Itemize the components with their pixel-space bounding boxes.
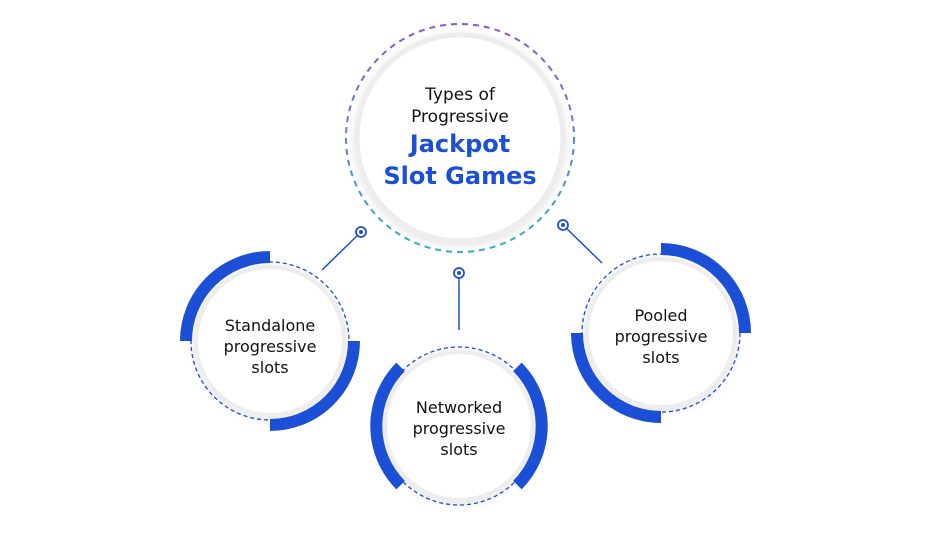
networked-label-line1: Networked <box>415 397 503 417</box>
pooled-label-line3: slots <box>642 347 680 367</box>
center-dashed-ring <box>345 23 575 253</box>
center-title-line1: Types of <box>425 85 495 105</box>
node-pooled-arc-bottom <box>571 332 662 423</box>
node-standalone-arc-top <box>180 251 271 342</box>
center-circle <box>354 32 566 244</box>
standalone-label-line3: slots <box>251 357 289 377</box>
node-pooled-arc-top <box>660 243 751 334</box>
center-title-line4: Slot Games <box>383 162 537 190</box>
center-title-line3: Jackpot <box>409 130 511 158</box>
node-standalone-arc-bottom <box>269 340 360 431</box>
standalone-label-line2: progressive <box>223 336 317 356</box>
pooled-label-line1: Pooled <box>634 305 688 325</box>
standalone-label: Standalone progressive slots <box>205 306 335 386</box>
node-standalone <box>180 251 360 431</box>
center-node <box>345 23 575 253</box>
standalone-label-line1: Standalone <box>224 315 316 335</box>
networked-label: Networked progressive slots <box>394 388 524 468</box>
node-networked-arc-left <box>370 362 405 490</box>
center-title-line2: Progressive <box>411 107 509 127</box>
connectors <box>321 219 603 330</box>
pooled-label: Pooled progressive slots <box>596 296 726 376</box>
networked-label-line3: slots <box>440 439 478 459</box>
node-pooled <box>571 243 751 423</box>
node-networked <box>370 346 548 506</box>
connector-left <box>321 231 362 271</box>
pooled-label-line2: progressive <box>614 326 708 346</box>
center-title: Types of Progressive Jackpot Slot Games <box>360 78 560 198</box>
node-networked-arc-right <box>513 362 548 490</box>
networked-label-line2: progressive <box>412 418 506 438</box>
connector-right <box>562 224 603 264</box>
